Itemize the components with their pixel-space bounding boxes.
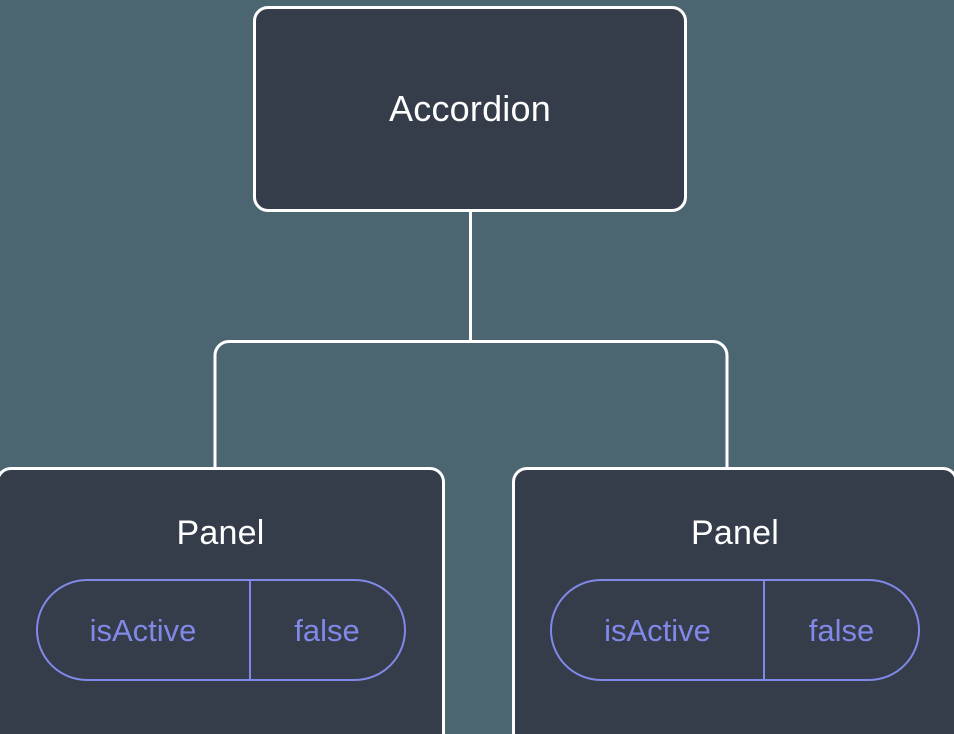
prop-value: false <box>808 612 875 648</box>
prop-key: isActive <box>552 581 765 680</box>
prop-key: isActive <box>38 581 251 680</box>
node-accordion[interactable]: Accordion <box>253 6 687 212</box>
edge-bus-right <box>470 340 729 467</box>
node-panel-1[interactable]: Panel isActive false <box>0 467 445 734</box>
node-panel-2[interactable]: Panel isActive false <box>512 467 954 734</box>
prop-badge-isactive[interactable]: isActive false <box>550 579 920 682</box>
edge-bus-left <box>213 340 471 467</box>
node-title: Panel <box>691 514 779 552</box>
node-title: Panel <box>176 514 265 552</box>
node-title: Accordion <box>389 88 551 130</box>
prop-value: false <box>294 612 360 648</box>
prop-badge-isactive[interactable]: isActive false <box>35 579 406 682</box>
